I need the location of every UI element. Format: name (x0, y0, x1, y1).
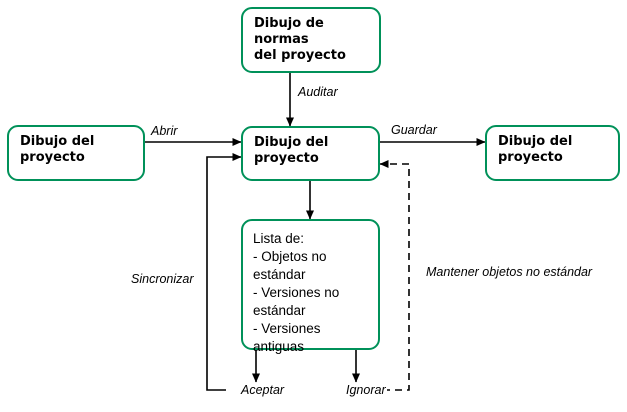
connector-mantener (379, 160, 410, 391)
edge-label-mantener: Mantener objetos no estándar (425, 265, 594, 279)
node-lista-de[interactable]: Lista de: - Objetos no estándar - Versio… (241, 219, 380, 354)
node-label: Dibujo del proyecto (20, 134, 95, 165)
node-dibujo-del-proyecto-centro[interactable]: Dibujo del proyecto (241, 126, 380, 181)
node-label: Dibujo del proyecto (498, 134, 573, 165)
node-dibujo-de-normas-del-proyecto[interactable]: Dibujo de normas del proyecto (241, 7, 381, 73)
node-dibujo-del-proyecto-origen[interactable]: Dibujo del proyecto (7, 125, 145, 181)
edge-label-abrir: Abrir (150, 124, 179, 138)
edge-label-aceptar: Aceptar (240, 383, 286, 397)
node-label: Lista de: - Objetos no estándar - Versio… (253, 231, 340, 354)
node-label: Dibujo del proyecto (254, 135, 329, 166)
connector-sincronizar (206, 153, 242, 391)
edge-label-sincronizar: Sincronizar (130, 272, 195, 286)
edge-label-auditar: Auditar (297, 85, 339, 99)
edge-label-ignorar: Ignorar (345, 383, 387, 397)
edge-label-guardar: Guardar (390, 123, 438, 137)
node-dibujo-del-proyecto-destino[interactable]: Dibujo del proyecto (485, 125, 620, 181)
node-label: Dibujo de normas del proyecto (254, 16, 346, 63)
